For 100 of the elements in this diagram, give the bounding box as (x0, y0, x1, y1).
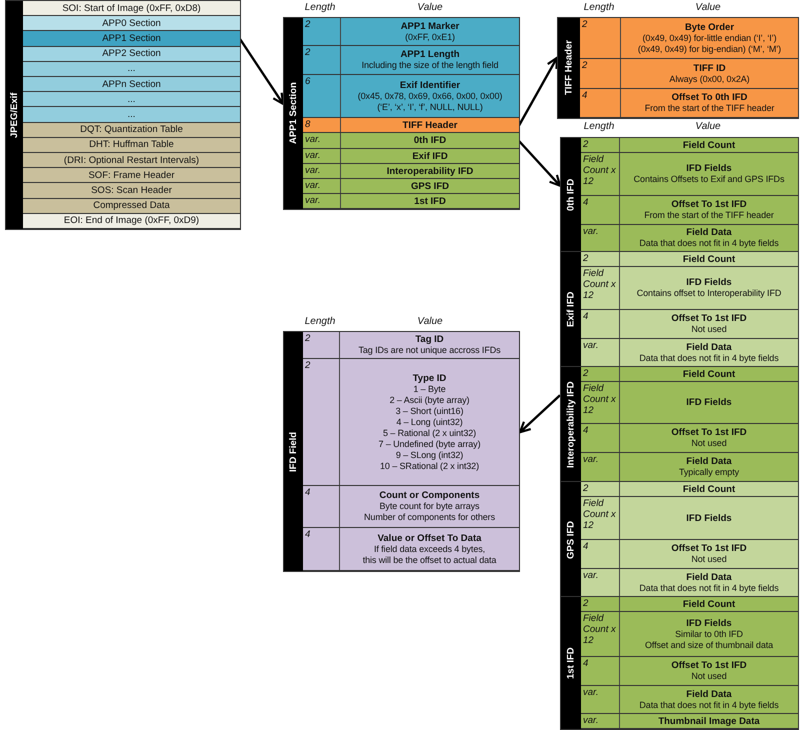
structure-table (5, 0, 241, 230)
field-description: From the start of the TIFF header (644, 210, 774, 221)
column-header: Value (417, 2, 443, 13)
length-value: 4 (305, 529, 312, 540)
table-row (581, 339, 798, 367)
table-row (303, 118, 519, 133)
table-row (23, 92, 240, 108)
field-description: Tag IDs are not unique accross IFDs (358, 345, 501, 356)
field-description: From the start of the TIFF header (644, 103, 774, 114)
field-name: Field Data (686, 572, 732, 582)
field-name: Field Count (682, 484, 736, 494)
table-row (581, 597, 798, 612)
field-name: IFD Fields (686, 277, 732, 288)
structure-table (283, 17, 520, 210)
table-row (23, 16, 240, 32)
length-value: 2 (583, 139, 590, 150)
field-description: 1 – Byte (413, 384, 446, 394)
length-value: 4 (582, 90, 588, 101)
field-name: APP1 Marker (400, 20, 460, 32)
field-description: 9 – SLong (int32) (396, 450, 464, 460)
field-description: Byte count for byte arrays (380, 501, 480, 512)
table-row (580, 89, 798, 118)
segment-name: ... (128, 63, 136, 74)
table-row (580, 18, 798, 59)
table-row (581, 453, 798, 482)
column-header: Value (695, 2, 721, 13)
field-name: Offset To 1st IFD (671, 313, 747, 324)
length-value: 2 (305, 19, 312, 30)
field-description: 2 – Ascii (byte array) (390, 394, 470, 406)
field-name: Field Count (682, 598, 736, 610)
field-description: If field data exceeds 4 bytes, (374, 544, 486, 554)
arrow (518, 140, 562, 187)
table-row (581, 569, 798, 597)
segment-name: APP0 Section (102, 18, 161, 29)
field-name: Value or Offset To Data (378, 532, 482, 544)
field-description: Typically empty (678, 467, 740, 478)
length-value: 2 (583, 598, 590, 609)
field-description: Offset and size of thumbnail data (644, 640, 774, 650)
field-name: Offset To 1st IFD (671, 199, 747, 210)
table-row (23, 138, 240, 153)
table-row (23, 107, 240, 123)
table-row (303, 18, 519, 46)
field-name: Offset To 0th IFD (672, 92, 748, 103)
field-name: Type ID (412, 372, 446, 384)
field-name: APP1 Length (400, 49, 460, 60)
field-name: 0th IFD (414, 135, 446, 146)
segment-name: SOI: Start of Image (0xFF, 0xD8) (62, 2, 201, 14)
table-row (581, 196, 798, 225)
table-row (23, 198, 240, 214)
segment-name: (DRI: Optional Restart Intervals) (64, 154, 200, 166)
table-row (303, 359, 519, 486)
segment-name: SOF: Frame Header (88, 170, 175, 181)
field-description: Number of components for others (364, 512, 495, 523)
field-description: Not used (691, 554, 727, 565)
table-row (581, 657, 798, 686)
field-description: 3 – Short (uint16) (396, 406, 464, 416)
table-row (581, 310, 798, 339)
segment-name: APPn Section (102, 78, 161, 90)
length-value: Field Count x 12 (583, 498, 617, 531)
field-name: Field Count (682, 368, 736, 380)
table-row (23, 122, 240, 138)
field-description: 10 – SRational (2 x int32) (380, 460, 479, 472)
field-description: (0x49, 0x49) for big-endian) (‘M’, ‘M’) (638, 44, 782, 54)
structure-table (560, 137, 799, 253)
field-name: 1st IFD (414, 196, 446, 206)
segment-name: SOS: Scan Header (91, 184, 172, 196)
segment-name: EOI: End of Image (0xFF, 0xD9) (64, 215, 200, 226)
field-name: Field Data (686, 688, 732, 700)
table-row (303, 194, 519, 209)
field-description: Data that does not fit in 4 byte fields (639, 352, 779, 364)
structure-table (560, 481, 799, 598)
field-name: Field Data (686, 342, 732, 352)
table-row (303, 133, 519, 149)
field-description: Contains Offsets to Exif and GPS IFDs (634, 174, 784, 185)
field-description: (0xFF, 0xE1) (405, 32, 455, 42)
length-value: 2 (305, 360, 312, 371)
field-name: Exif Identifier (400, 80, 460, 90)
segment-name: DQT: Quantization Table (80, 124, 183, 136)
column-header: Value (695, 121, 721, 132)
table-row (581, 267, 798, 310)
structure-table (560, 596, 799, 730)
length-value: 2 (583, 253, 590, 264)
length-value: 4 (583, 197, 590, 208)
field-description: Not used (691, 671, 727, 682)
length-value: 2 (582, 60, 588, 71)
field-description: 7 – Undefined (byte array) (378, 438, 480, 450)
table-row (303, 528, 519, 571)
length-value: 4 (583, 425, 590, 436)
length-value: 2 (583, 483, 590, 494)
table-row (303, 75, 519, 118)
table-row (23, 77, 240, 92)
field-name: Offset To 1st IFD (671, 543, 747, 554)
table-row (23, 214, 240, 229)
field-description: 5 – Rational (2 x uint32) (382, 428, 476, 438)
field-description: Similar to 0th IFD (675, 628, 743, 640)
table-row (581, 252, 798, 267)
segment-name: APP1 Section (102, 32, 161, 44)
length-value: 2 (582, 19, 588, 30)
field-description: 4 – Long (uint32) (396, 416, 463, 428)
length-value: 4 (583, 311, 590, 322)
